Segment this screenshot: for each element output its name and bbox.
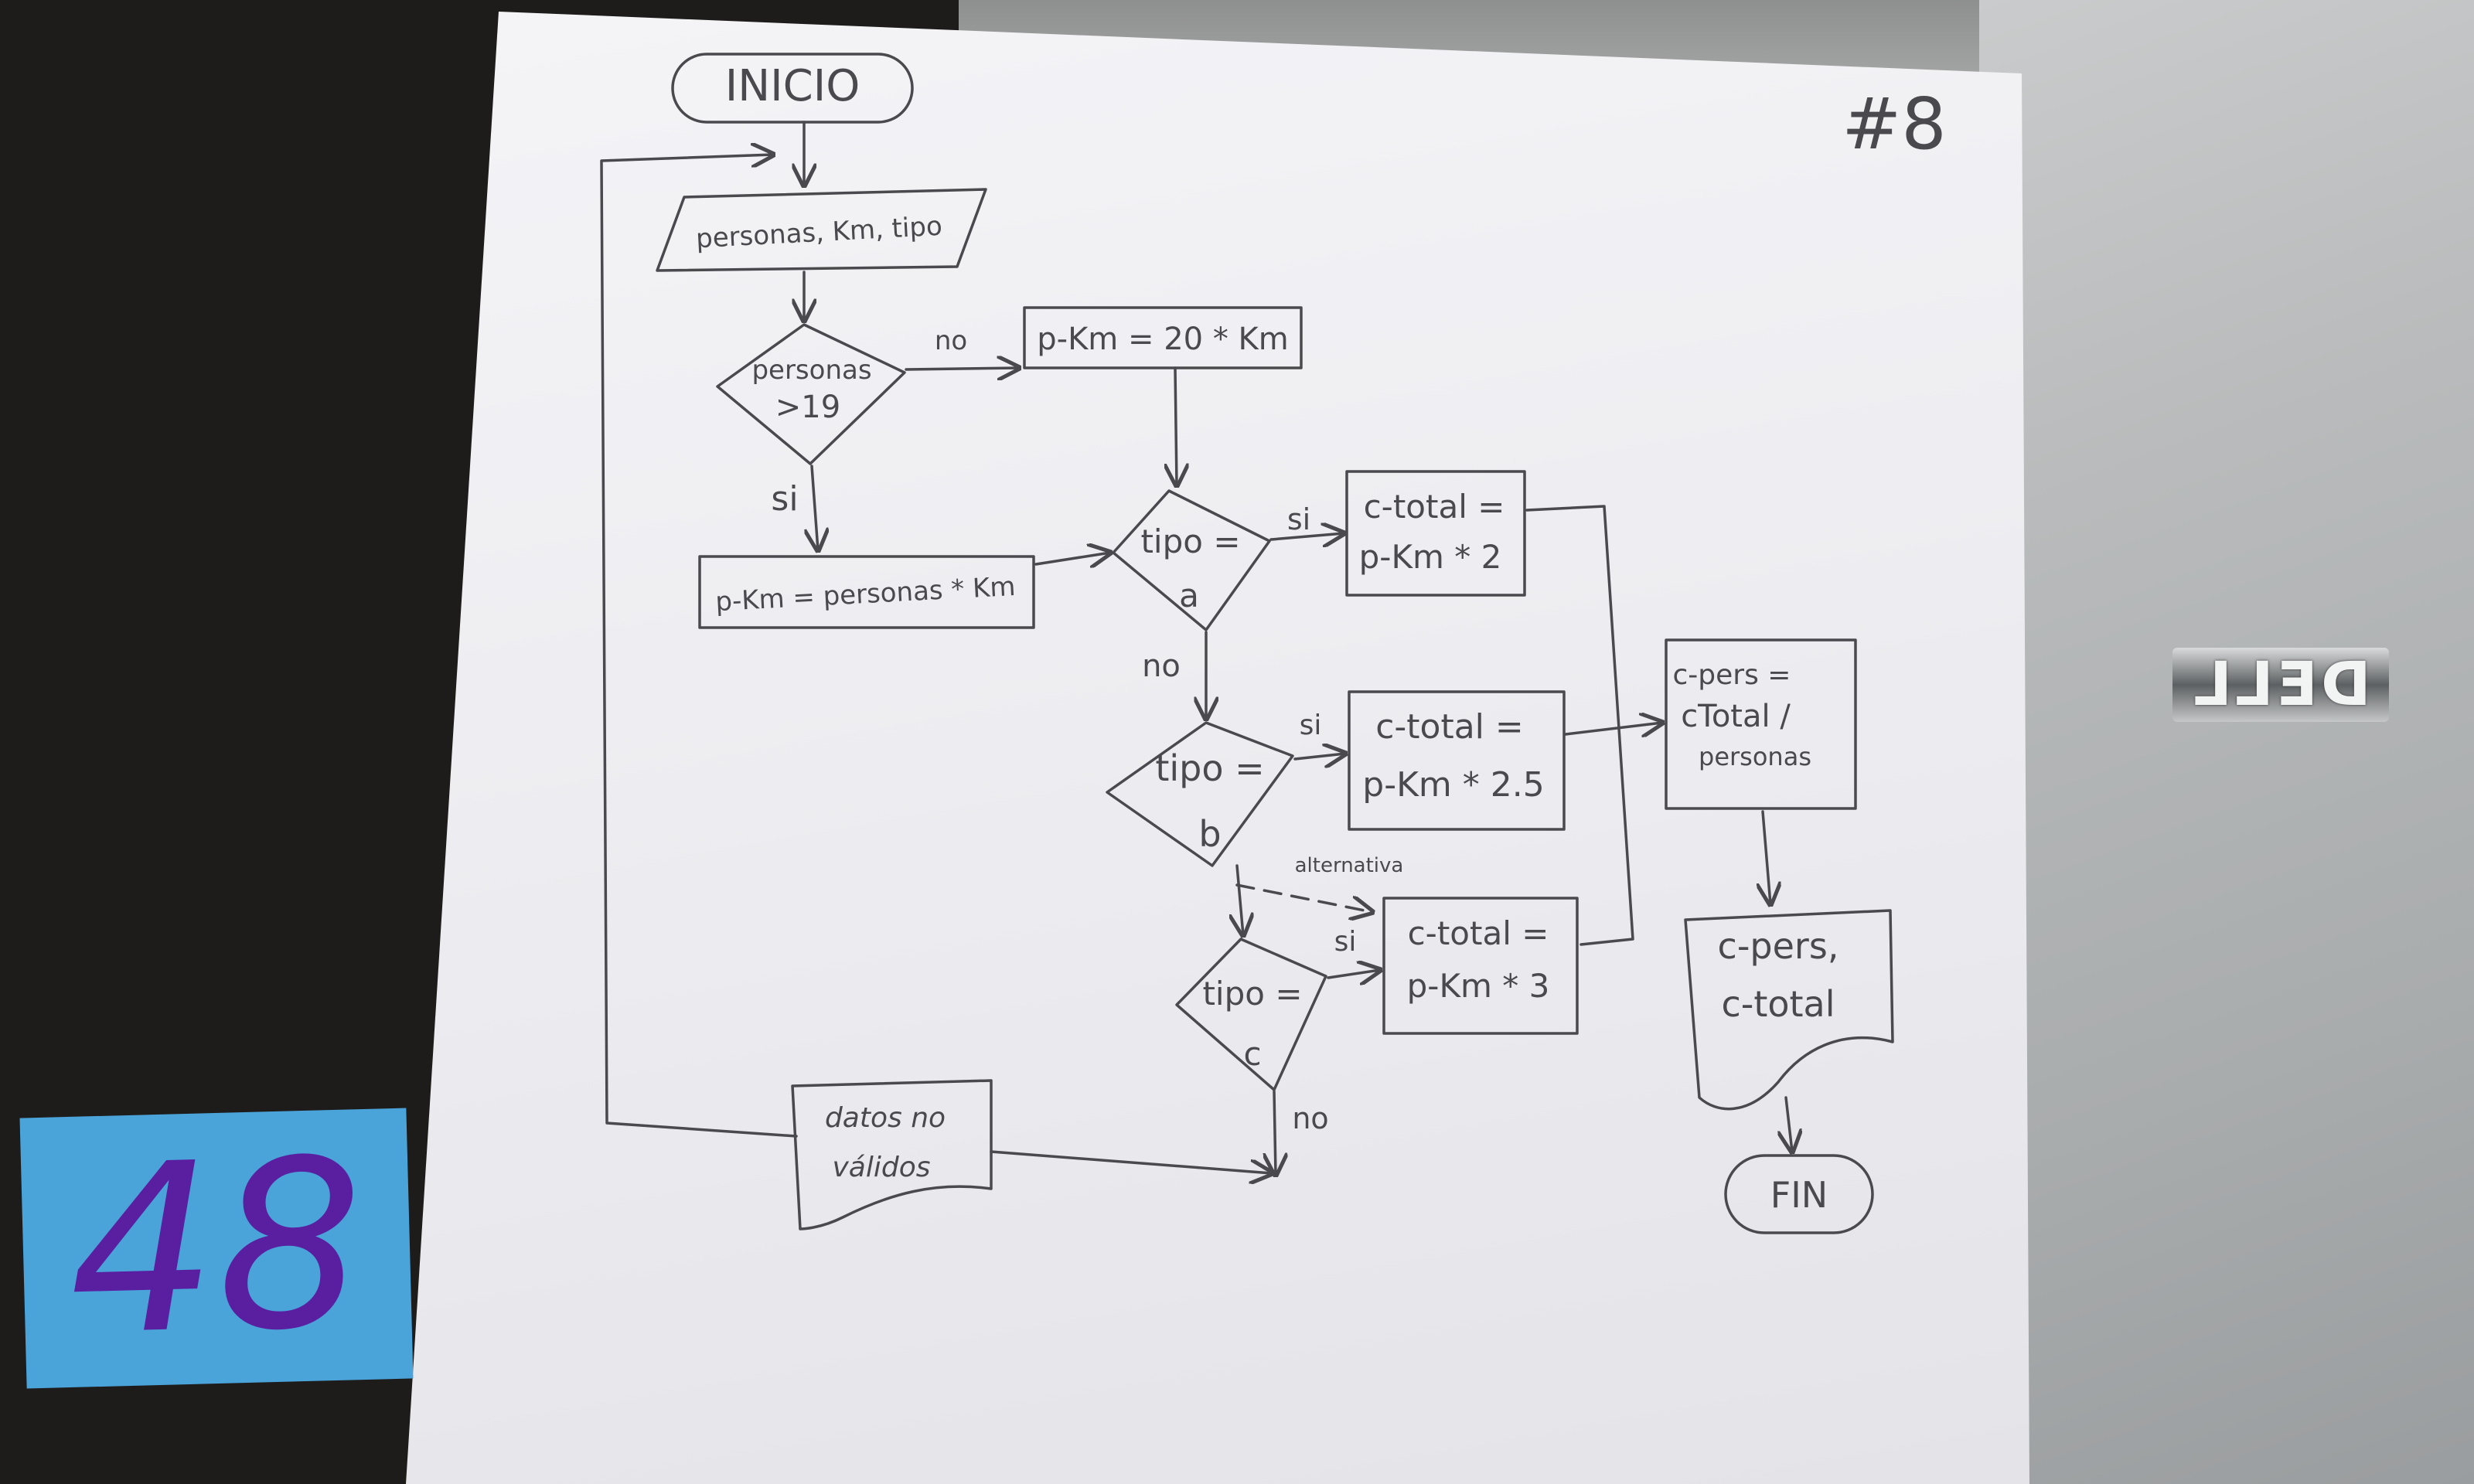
pkm-personas-label: p-Km = personas * Km <box>714 571 1016 618</box>
edge-pkm20-tipoa <box>1175 366 1177 485</box>
tipo-b-line1: tipo = <box>1155 747 1264 789</box>
ctotal-25-line2: p-Km * 2.5 <box>1362 765 1544 805</box>
process-ctotal-25 <box>1348 690 1566 831</box>
sheet-number: #8 <box>1842 83 1947 165</box>
pkm-20-label: p-Km = 20 * Km <box>1037 322 1289 357</box>
tipo-b-line2: b <box>1198 813 1221 855</box>
edge-label-si-personas: si <box>771 479 798 519</box>
datos-line2: válidos <box>832 1152 930 1183</box>
tipo-c-line2: c <box>1243 1035 1261 1073</box>
paper-sheet <box>406 12 2029 1484</box>
edge-label-si-b: si <box>1300 710 1322 741</box>
ctotal-2-line1: c-total = <box>1364 488 1505 526</box>
fin-terminal <box>1724 1154 1874 1234</box>
edge-cpers-output <box>1763 810 1770 904</box>
ctotal-2-line2: p-Km * 2 <box>1359 538 1502 576</box>
edge-tipob-alternativa <box>1235 883 1372 912</box>
laptop-lid <box>1979 0 2474 1484</box>
decision-tipo-a <box>1112 489 1271 631</box>
edge-label-si-a: si <box>1287 502 1310 536</box>
cpers-line2: cTotal / <box>1681 699 1791 734</box>
output-line2: c-total <box>1721 983 1835 1025</box>
ctotal-3-line2: p-Km * 3 <box>1407 967 1550 1005</box>
ctotal-25-line1: c-total = <box>1375 707 1524 747</box>
decision-tipo-c <box>1175 938 1327 1091</box>
process-pkm-personas <box>698 555 1035 629</box>
decision-personas <box>716 323 906 465</box>
inicio-label: INICIO <box>725 61 860 111</box>
inicio-terminal <box>671 53 914 124</box>
tipo-a-line2: a <box>1179 577 1199 614</box>
decision-personas-line1: personas <box>751 355 871 386</box>
datos-line1: datos no <box>825 1102 946 1134</box>
tipo-a-line1: tipo = <box>1140 522 1240 560</box>
edge-datos-to-tipoc-no <box>990 1150 1272 1173</box>
edge-label-alternativa: alternativa <box>1295 854 1404 877</box>
edge-tipob-si <box>1293 754 1345 759</box>
edge-label-no-c: no <box>1292 1101 1328 1135</box>
edge-ctotal25-cpers <box>1564 723 1662 734</box>
datos-no-validos-document <box>791 1079 993 1230</box>
edge-tipoc-si <box>1327 970 1380 978</box>
fin-label: FIN <box>1770 1174 1828 1216</box>
edge-label-no-a: no <box>1142 648 1181 684</box>
edge-pkmpersonas-tipoa <box>1034 553 1110 564</box>
edge-label-si-c: si <box>1334 926 1357 958</box>
cpers-line3: personas <box>1699 742 1811 771</box>
edge-label-no-personas: no <box>935 325 967 356</box>
edge-loop-back <box>600 155 798 1138</box>
edge-ctotal2-merge <box>1525 505 1634 946</box>
output-line1: c-pers, <box>1718 925 1839 967</box>
edge-tipoc-no <box>1274 1090 1276 1175</box>
decision-personas-line2: >19 <box>775 390 840 425</box>
cpers-line1: c-pers = <box>1673 659 1791 691</box>
process-pkm-20 <box>1023 306 1303 369</box>
ctotal-3-line1: c-total = <box>1408 914 1549 952</box>
edge-output-fin <box>1786 1096 1792 1152</box>
edge-decision-no <box>905 368 1019 369</box>
tipo-c-line1: tipo = <box>1202 975 1302 1013</box>
output-document <box>1684 909 1894 1111</box>
edge-tipob-no <box>1237 864 1243 935</box>
edge-tipoa-si <box>1269 533 1344 539</box>
input-parallelogram <box>656 188 987 272</box>
input-label: personas, Km, tipo <box>695 211 943 255</box>
edge-decision-si <box>812 465 818 550</box>
decision-tipo-b <box>1106 721 1294 867</box>
